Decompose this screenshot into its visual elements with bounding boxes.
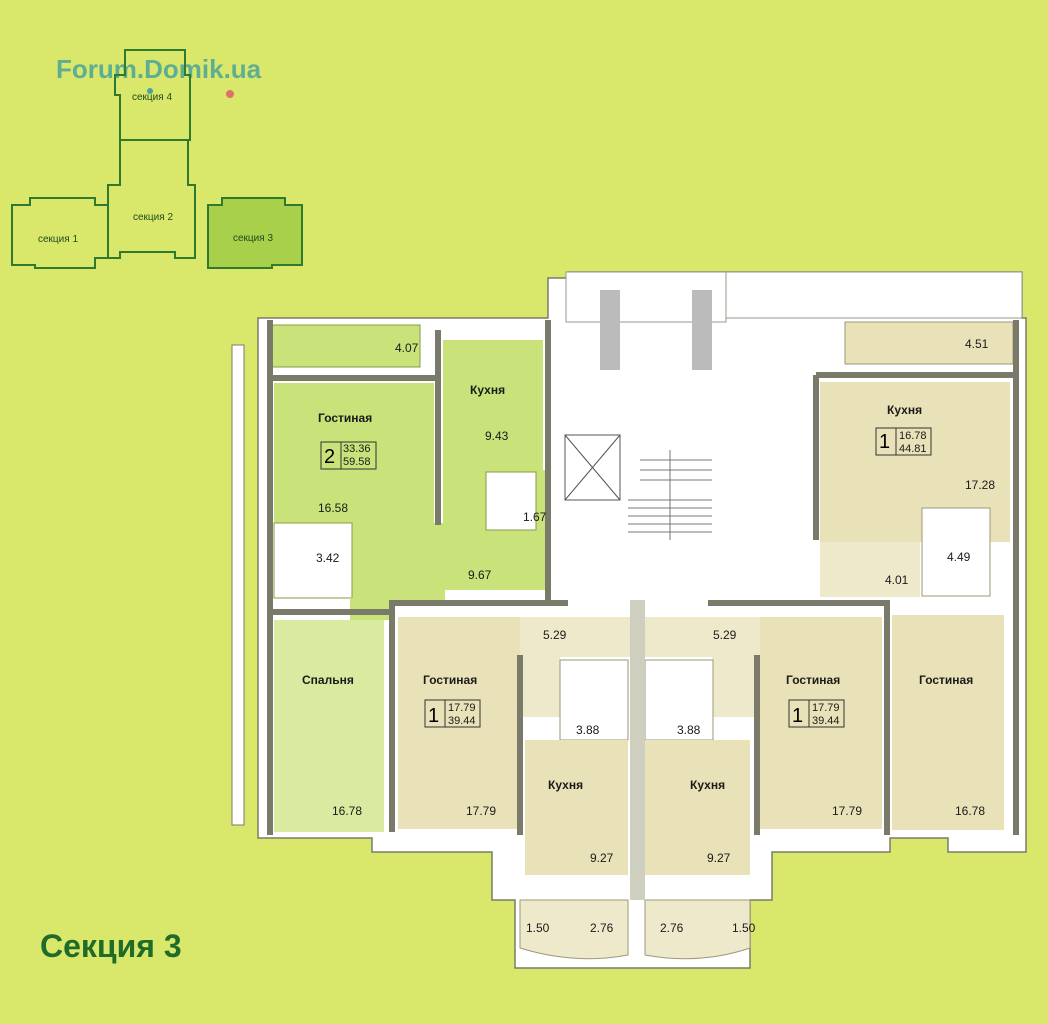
apt-d-total: 44.81	[899, 443, 927, 455]
living-room-c	[760, 617, 882, 829]
key-map-section-1-label: секция 1	[38, 234, 78, 245]
kitchen-c-area: 9.27	[707, 851, 731, 865]
section-2-outline	[107, 139, 196, 259]
bath-b-area: 3.88	[576, 723, 600, 737]
apt-a-rooms: 2	[324, 446, 335, 468]
bathroom-d	[921, 507, 991, 597]
section-title: Секция 3	[40, 928, 182, 964]
apartment-a	[271, 324, 548, 832]
kitchen-b	[525, 740, 628, 875]
living-room-a	[274, 383, 434, 523]
loggia-c1-area: 2.76	[660, 921, 684, 935]
apartment-b	[398, 617, 630, 960]
bath-a-area: 3.42	[316, 551, 340, 565]
living-b-area: 17.79	[466, 804, 496, 818]
kitchen-d-area: 17.28	[965, 478, 995, 492]
kitchen-a	[443, 340, 543, 470]
apt-b-living: 17.79	[448, 702, 476, 714]
hall-c-2	[712, 657, 757, 717]
living-room-d	[892, 615, 1004, 830]
watermark-dot-icon	[226, 90, 234, 98]
balcony-right-area: 4.51	[965, 337, 989, 351]
living-a-label: Гостиная	[318, 411, 372, 425]
apt-d-rooms: 1	[879, 431, 890, 453]
top-landing-right	[725, 271, 1023, 319]
hall-d	[820, 542, 920, 597]
loggia-c2-area: 1.50	[732, 921, 756, 935]
living-d-area: 16.78	[955, 804, 985, 818]
wc-a	[485, 471, 537, 531]
kitchen-c	[645, 740, 750, 875]
kitchen-a-label: Кухня	[470, 383, 505, 397]
left-neighbour-wall	[231, 344, 245, 826]
hall-b-2	[520, 657, 560, 717]
living-b-label: Гостиная	[423, 673, 477, 687]
kitchen-a-area: 9.43	[485, 429, 509, 443]
key-map-section-4-label: секция 4	[132, 92, 172, 103]
key-map-section-3-label: секция 3	[233, 233, 273, 244]
bathroom-c	[644, 659, 714, 741]
loggia-b1-area: 1.50	[526, 921, 550, 935]
apt-a-badge	[320, 441, 377, 470]
bathroom-a	[273, 522, 353, 599]
section-1-outline	[11, 197, 109, 269]
loggia-b2-area: 2.76	[590, 921, 614, 935]
apt-d-living: 16.78	[899, 430, 927, 442]
shaft-right	[692, 290, 712, 370]
bathroom-b	[559, 659, 629, 741]
section-3-outline	[207, 197, 303, 269]
living-d-label: Гостиная	[919, 673, 973, 687]
bedroom-a	[274, 620, 384, 832]
room-labels: 4.07 4.51 Гостиная 2 33.36 59.58 16.58 К…	[302, 337, 995, 935]
apt-b-rooms: 1	[428, 705, 439, 727]
section-key-map	[11, 49, 303, 269]
living-c-area: 17.79	[832, 804, 862, 818]
apartment-d	[820, 321, 1014, 830]
apt-b-total: 39.44	[448, 715, 476, 727]
living-a-area: 16.58	[318, 501, 348, 515]
hall-a-2	[350, 523, 445, 603]
kitchen-b-label: Кухня	[548, 778, 583, 792]
hall-c-area: 5.29	[713, 628, 737, 642]
hall-d-area: 4.01	[885, 573, 909, 587]
apt-c-rooms: 1	[792, 705, 803, 727]
hall-b-area: 5.29	[543, 628, 567, 642]
bedroom-a-area: 16.78	[332, 804, 362, 818]
shaft-left	[600, 290, 620, 370]
central-wall	[630, 600, 645, 900]
watermark: Forum.Domik.ua	[56, 54, 262, 84]
hall-b	[520, 617, 630, 657]
watermark-dot-icon	[147, 88, 153, 94]
interior-walls	[267, 320, 1019, 835]
bedroom-a-label: Спальня	[302, 673, 354, 687]
kitchen-b-area: 9.27	[590, 851, 614, 865]
key-map-section-2-label: секция 2	[133, 212, 173, 223]
living-room-b	[398, 617, 520, 829]
bath-d-area: 4.49	[947, 550, 971, 564]
apt-a-living: 33.36	[343, 443, 371, 455]
hall-c	[645, 617, 760, 657]
apt-b-badge	[424, 699, 481, 728]
balcony-left-area: 4.07	[395, 341, 419, 355]
apt-d-badge	[875, 427, 932, 456]
apt-c-living: 17.79	[812, 702, 840, 714]
hall-a-area: 9.67	[468, 568, 492, 582]
apt-c-total: 39.44	[812, 715, 840, 727]
apartment-c	[644, 617, 882, 960]
apt-a-total: 59.58	[343, 456, 371, 468]
common-core	[548, 290, 818, 900]
kitchen-c-label: Кухня	[690, 778, 725, 792]
loggia-c	[644, 899, 751, 960]
apt-c-badge	[788, 699, 845, 728]
staircase	[628, 450, 712, 540]
bath-c-area: 3.88	[677, 723, 701, 737]
loggia-b	[519, 899, 629, 960]
wc-a-area: 1.67	[523, 510, 547, 524]
living-c-label: Гостиная	[786, 673, 840, 687]
kitchen-d-label: Кухня	[887, 403, 922, 417]
